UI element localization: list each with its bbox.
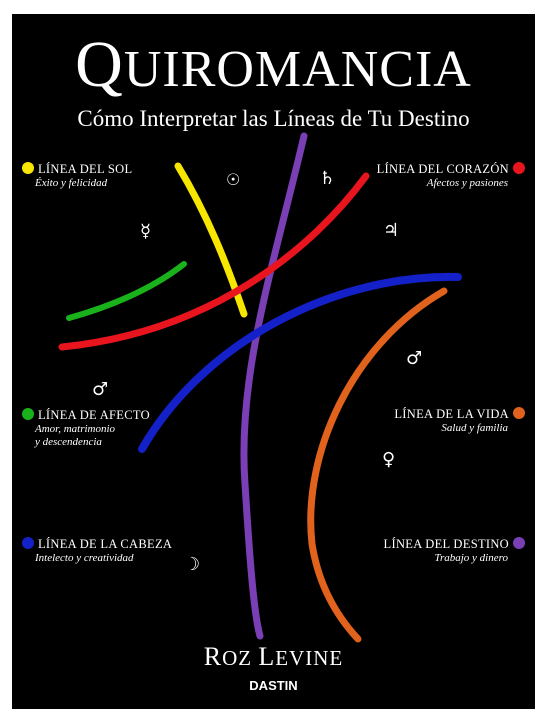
book-cover: QUIROMANCIA Cómo Interpretar las Líneas … <box>12 14 535 709</box>
legend-sun-line: LÍNEA DEL SOL Éxito y felicidad <box>22 162 222 190</box>
jupiter-symbol-icon: ♃ <box>383 220 400 241</box>
mars-symbol-right-icon: ♂ <box>406 348 423 369</box>
legend-life-line: LÍNEA DE LA VIDA Salud y familia <box>325 407 525 435</box>
destiny-line <box>240 132 308 640</box>
publisher-name: DASTIN <box>249 678 298 693</box>
author-name: ROZ LEVINE <box>203 642 344 671</box>
saturn-symbol-icon: ♄ <box>319 168 336 189</box>
sun-line-dot <box>22 162 34 174</box>
life-line-dot <box>513 407 525 419</box>
legend-destiny-line: LÍNEA DEL DESTINO Trabajo y dinero <box>325 537 525 565</box>
life-line <box>307 287 448 643</box>
mars-symbol-left-icon: ♂ <box>92 379 109 400</box>
head-line <box>138 272 462 453</box>
heart-line-dot <box>513 162 525 174</box>
mercury-symbol-icon: ☿ <box>140 221 152 242</box>
affection-line-dot <box>22 408 34 420</box>
sun-symbol-icon: ☉ <box>226 170 241 189</box>
legend-affection-line: LÍNEA DE AFECTO Amor, matrimonio y desce… <box>22 408 222 449</box>
book-subtitle: Cómo Interpretar las Líneas de Tu Destin… <box>77 106 470 131</box>
palm-lines-illustration <box>58 132 462 643</box>
destiny-line-dot <box>513 537 525 549</box>
head-line-dot <box>22 537 34 549</box>
heart-line <box>58 172 370 351</box>
moon-symbol-icon: ☽ <box>184 554 201 575</box>
affection-line <box>66 261 187 321</box>
legend-heart-line: LÍNEA DEL CORAZÓN Afectos y pasiones <box>325 162 525 190</box>
venus-symbol-icon: ♀ <box>382 449 396 470</box>
sun-line <box>174 162 248 318</box>
legend-head-line: LÍNEA DE LA CABEZA Intelecto y creativid… <box>22 537 222 565</box>
book-title: QUIROMANCIA <box>75 28 472 101</box>
